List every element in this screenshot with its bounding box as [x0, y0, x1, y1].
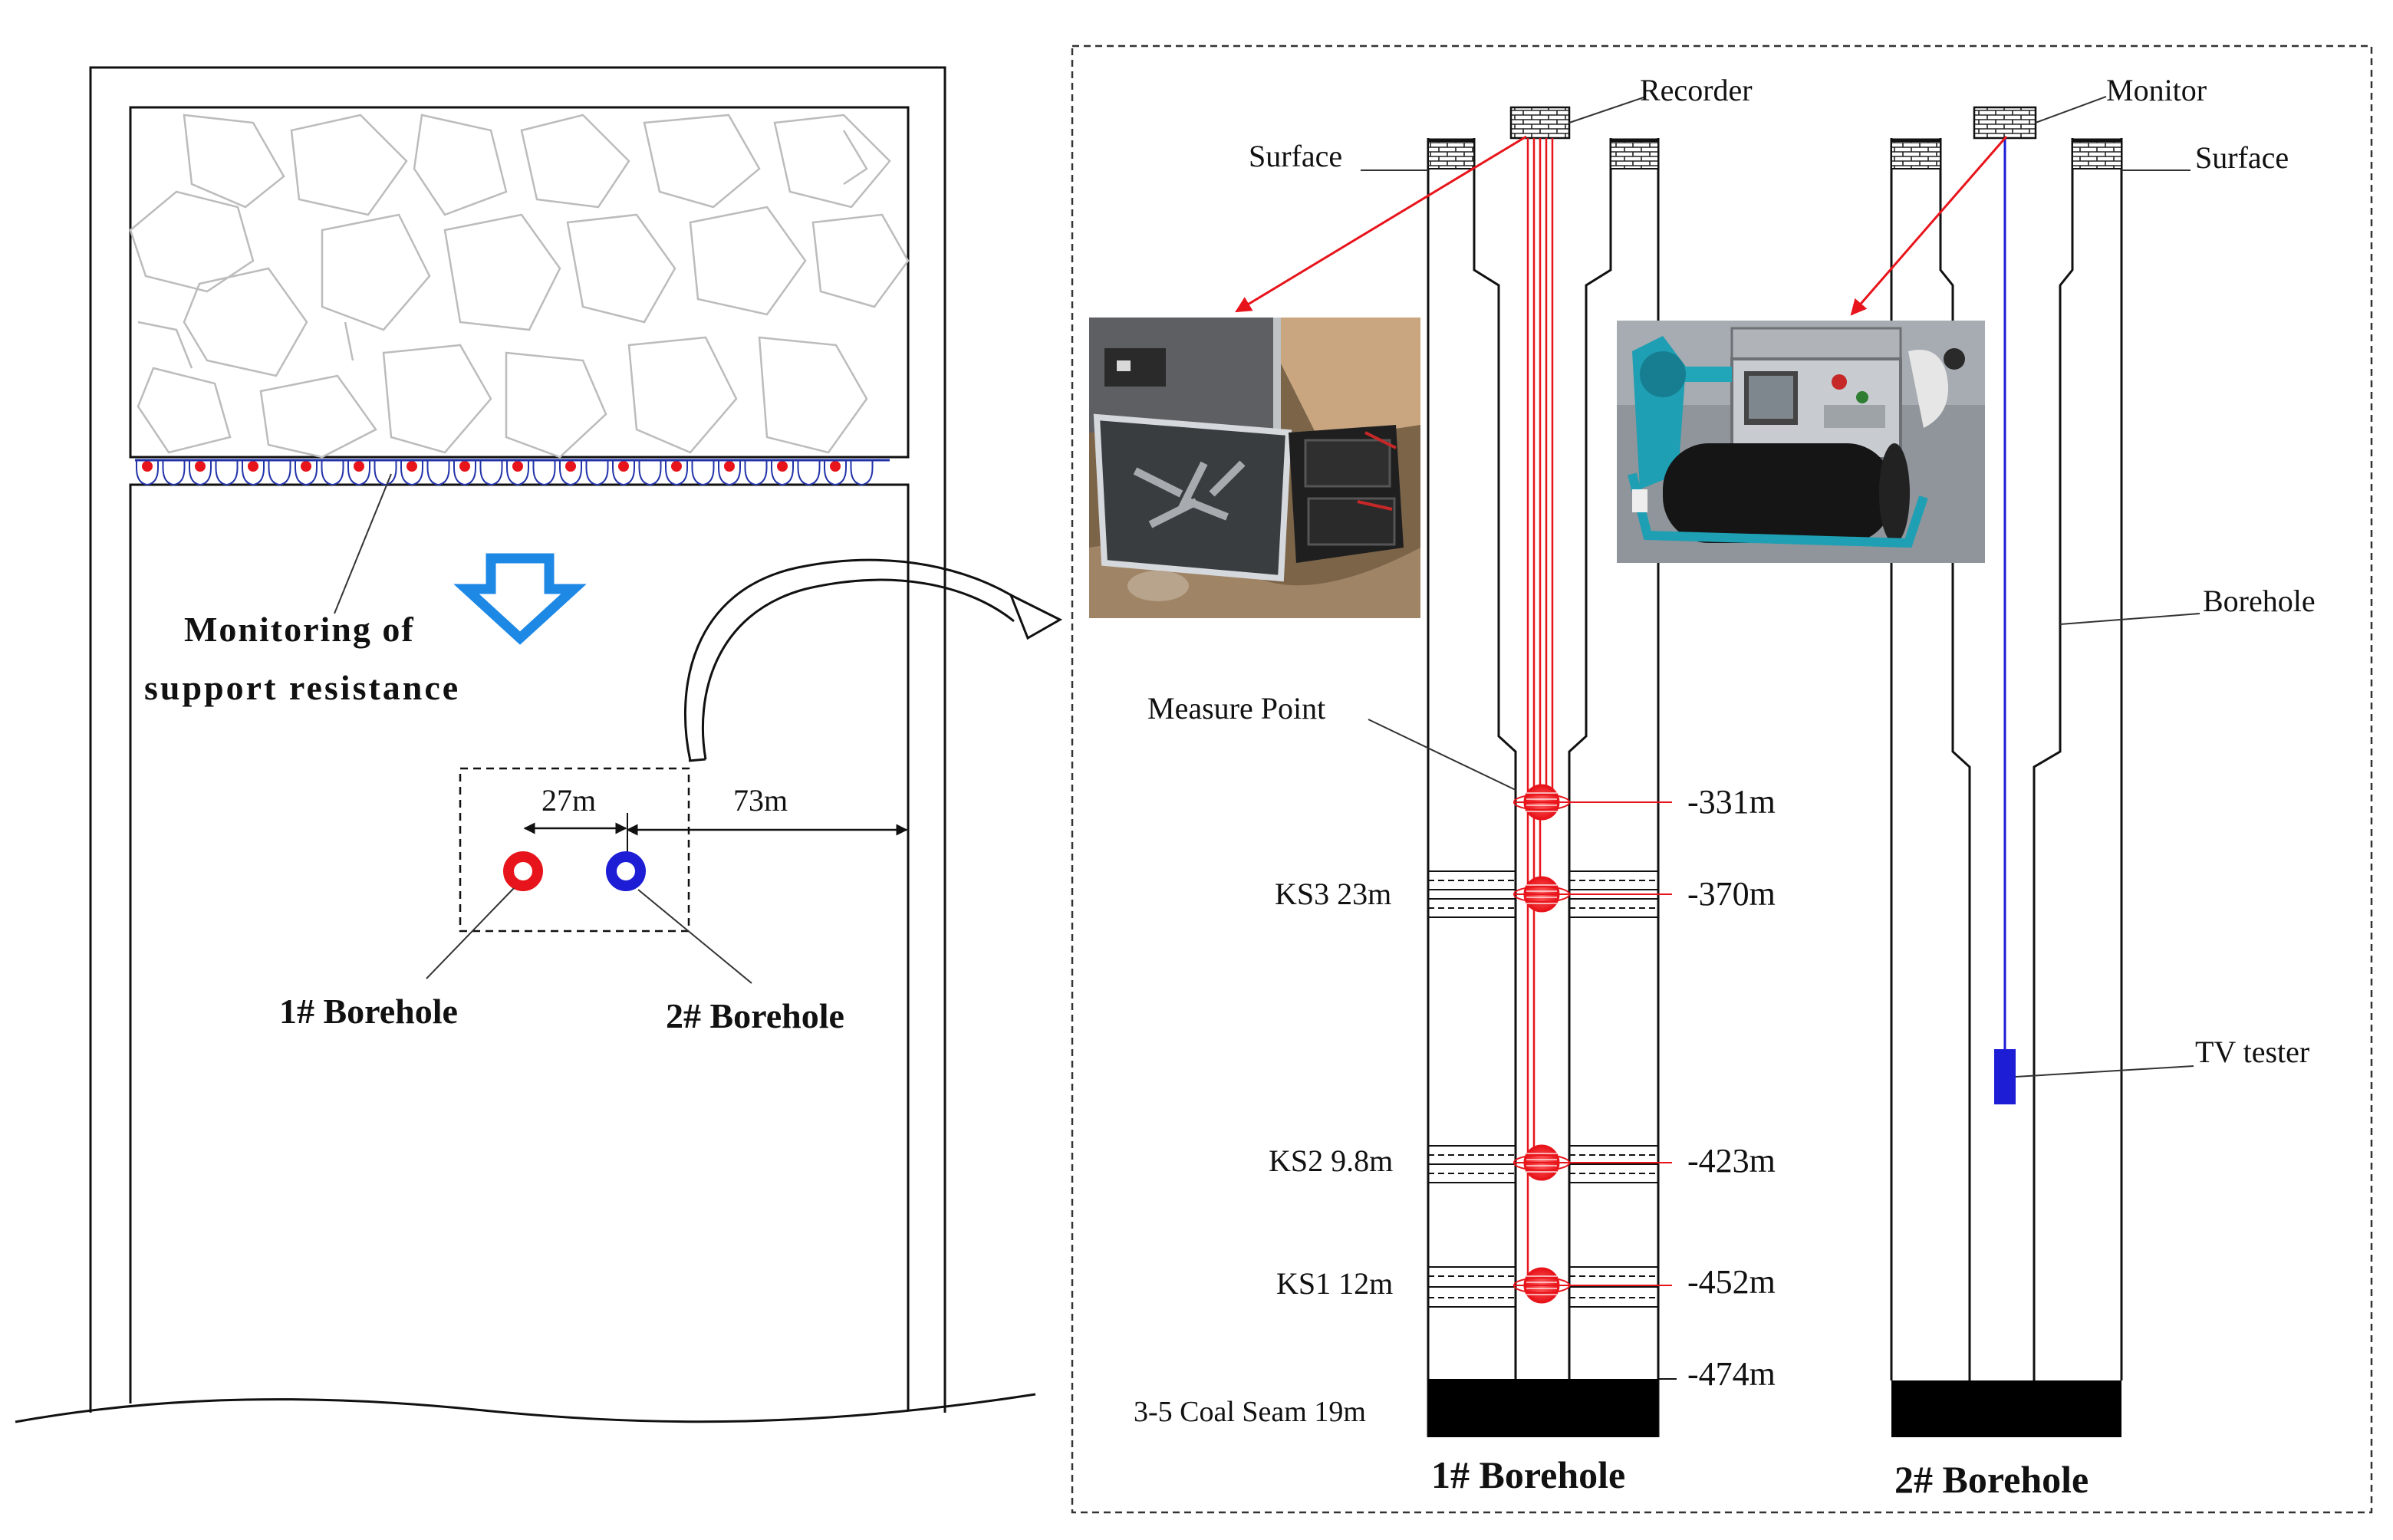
depth-452: -452m — [1687, 1263, 1776, 1301]
support-unit — [268, 459, 291, 486]
support-sensor-icon — [354, 461, 364, 472]
depth-474: -474m — [1687, 1355, 1776, 1393]
advance-direction-arrow-icon — [453, 553, 587, 645]
support-sensor-icon — [671, 461, 682, 472]
borehole-leader — [2059, 613, 2200, 625]
support-leader-line — [334, 473, 392, 614]
recorder-label: Recorder — [1640, 73, 1753, 107]
support-unit — [797, 459, 821, 486]
support-sensor-icon — [777, 461, 788, 472]
borehole2-left-label: 2# Borehole — [666, 996, 844, 1035]
goaf-rock-box — [129, 106, 910, 459]
depth-leaders — [1514, 801, 1672, 1286]
surface-brick-left2-icon — [1891, 140, 1941, 169]
surface1-label: Surface — [1249, 139, 1343, 173]
tv-tester-label: TV tester — [2195, 1035, 2310, 1069]
transfer-curved-arrow — [683, 558, 1029, 762]
ks1-stratum — [1428, 1266, 1658, 1308]
support-unit — [850, 459, 874, 486]
measure-point-label: Measure Point — [1147, 691, 1326, 726]
support-sensor-icon — [142, 461, 153, 472]
dim-27-label: 27m — [541, 783, 597, 818]
support-sensor-icon — [618, 461, 629, 472]
monitor-photo — [1617, 321, 1985, 563]
coal-seam-label: 3-5 Coal Seam 19m — [1134, 1396, 1366, 1428]
left-panel — [15, 66, 1063, 1423]
support-unit — [426, 459, 450, 486]
stratum-ks3-label: KS3 23m — [1275, 877, 1392, 911]
hydraulic-supports — [135, 459, 890, 486]
stratum-ks1-label: KS1 12m — [1276, 1266, 1394, 1301]
monitor-label: Monitor — [2106, 73, 2207, 107]
dim-73-label: 73m — [733, 783, 788, 818]
tv-leader — [2015, 1065, 2194, 1078]
measure-point-leader — [1368, 719, 1516, 791]
recorder-photo — [1089, 318, 1420, 618]
tv-tester-icon — [1994, 1049, 2016, 1104]
support-unit — [691, 459, 715, 486]
surface-brick-right-icon — [1610, 140, 1659, 169]
borehole1-diagram — [1235, 96, 1677, 1437]
borehole2-title: 2# Borehole — [1894, 1458, 2089, 1501]
ks3-stratum — [1428, 870, 1658, 918]
support-unit — [215, 459, 239, 486]
support-sensor-icon — [195, 461, 206, 472]
support-unit — [321, 459, 344, 486]
stratum-ks2-label: KS2 9.8m — [1269, 1143, 1394, 1178]
ground-break-line — [15, 1393, 1036, 1423]
depth-370: -370m — [1687, 875, 1776, 913]
support-sensor-icon — [407, 461, 417, 472]
recorder-photo-arrow — [1235, 135, 1527, 313]
borehole1-marker-icon — [503, 851, 543, 891]
recorder-leader — [1568, 96, 1647, 123]
support-sensor-icon — [830, 461, 841, 472]
borehole2-leader — [637, 889, 752, 984]
monitor-box-icon — [1973, 106, 2037, 140]
monitor-leader — [2035, 96, 2107, 123]
borehole2-diagram — [1850, 96, 2200, 1437]
support-unit — [585, 459, 609, 486]
support-sensor-icon — [724, 461, 735, 472]
borehole2-marker-icon — [606, 851, 646, 891]
support-sensor-icon — [301, 461, 311, 472]
right-panel-frame — [1071, 44, 2373, 1514]
measure-points — [1513, 784, 1570, 1304]
support-sensor-icon — [459, 461, 470, 472]
coal-seam-block-2 — [1891, 1380, 2121, 1437]
recorder-box-icon — [1509, 106, 1571, 140]
support-unit — [374, 459, 397, 486]
surface-brick-left-icon — [1427, 140, 1475, 169]
depth-423: -423m — [1687, 1142, 1776, 1180]
support-unit — [532, 459, 556, 486]
support-sensor-icon — [512, 461, 523, 472]
monitoring-label-line1: Monitoring of — [184, 610, 415, 649]
support-unit — [479, 459, 503, 486]
support-unit — [744, 459, 768, 486]
coal-seam-block — [1428, 1379, 1658, 1437]
borehole-side-label: Borehole — [2203, 584, 2316, 618]
surface-brick-right2-icon — [2072, 140, 2122, 169]
borehole1-leader — [426, 887, 515, 979]
support-sensor-icon — [248, 461, 258, 472]
surface2-label: Surface — [2195, 140, 2289, 175]
support-unit — [638, 459, 662, 486]
borehole1-title: 1# Borehole — [1431, 1453, 1626, 1496]
ks2-stratum — [1428, 1145, 1658, 1183]
depth-331: -331m — [1687, 783, 1776, 821]
support-sensor-icon — [565, 461, 576, 472]
transfer-arrow-head — [1009, 592, 1063, 640]
roadway-outer-wall — [89, 66, 946, 1413]
goaf-rock-texture — [129, 114, 910, 459]
borehole1-left-label: 1# Borehole — [279, 992, 458, 1031]
measure-cables — [1526, 138, 1554, 1285]
monitoring-label-line2: support resistance — [144, 668, 461, 707]
monitor-photo-arrow — [1850, 136, 2008, 316]
support-unit — [162, 459, 186, 486]
